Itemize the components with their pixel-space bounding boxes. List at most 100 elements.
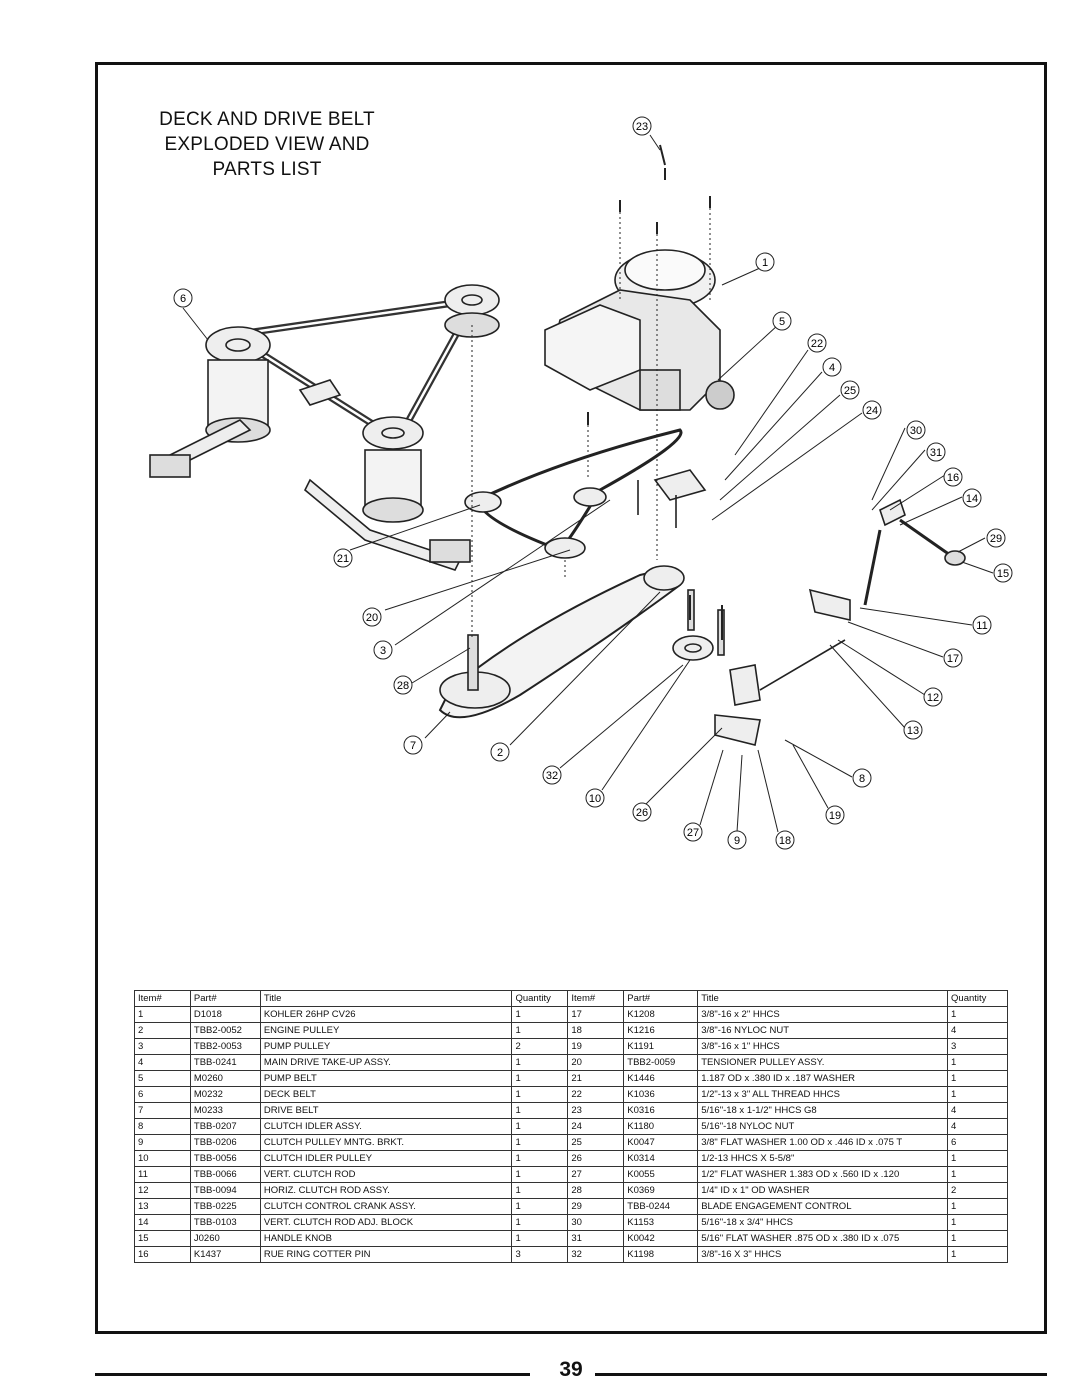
table-cell: 3/8" FLAT WASHER 1.00 OD x .446 ID x .07…: [697, 1134, 949, 1151]
table-cell: DECK BELT: [259, 1086, 513, 1103]
svg-text:27: 27: [687, 827, 699, 839]
table-cell: 1/2" FLAT WASHER 1.383 OD x .560 ID x .1…: [697, 1166, 949, 1183]
table-cell: 1: [511, 1086, 569, 1103]
svg-text:1: 1: [762, 257, 768, 269]
table-cell: K0369: [623, 1182, 699, 1199]
table-cell: TBB-0241: [189, 1054, 261, 1071]
table-cell: 28: [567, 1182, 625, 1199]
svg-text:18: 18: [779, 835, 791, 847]
svg-text:21: 21: [337, 553, 349, 565]
table-cell: K0055: [623, 1166, 699, 1183]
callout-9: 9: [727, 830, 747, 850]
table-cell: 1: [947, 1166, 1008, 1183]
table-cell: CLUTCH PULLEY MNTG. BRKT.: [259, 1134, 513, 1151]
header-item-1: Item#: [134, 990, 191, 1007]
table-cell: TBB-0056: [189, 1150, 261, 1167]
svg-text:24: 24: [866, 405, 878, 417]
table-cell: 4: [947, 1022, 1008, 1039]
table-cell: 1/2"-13 x 3" ALL THREAD HHCS: [697, 1086, 949, 1103]
table-cell: DRIVE BELT: [259, 1102, 513, 1119]
table-cell: 32: [567, 1246, 625, 1263]
table-cell: 1: [947, 1006, 1008, 1023]
callout-31: 31: [926, 442, 946, 462]
table-cell: 11: [134, 1166, 191, 1183]
table-cell: HANDLE KNOB: [259, 1230, 513, 1247]
table-cell: 1: [511, 1134, 569, 1151]
table-cell: 21: [567, 1070, 625, 1087]
table-cell: 1: [511, 1102, 569, 1119]
page-frame: [95, 62, 1047, 1334]
callout-25: 25: [840, 380, 860, 400]
table-cell: 27: [567, 1166, 625, 1183]
svg-text:13: 13: [907, 725, 919, 737]
table-cell: 1: [947, 1230, 1008, 1247]
svg-text:2: 2: [497, 747, 503, 759]
header-part-2: Part#: [623, 990, 699, 1007]
table-cell: CLUTCH IDLER PULLEY: [259, 1150, 513, 1167]
title-line-3: PARTS LIST: [212, 159, 322, 180]
callout-12: 12: [923, 687, 943, 707]
table-cell: 10: [134, 1150, 191, 1167]
table-cell: 17: [567, 1006, 625, 1023]
footer-rule-right: [595, 1373, 1047, 1376]
table-cell: K0316: [623, 1102, 699, 1119]
table-cell: 31: [567, 1230, 625, 1247]
table-cell: TENSIONER PULLEY ASSY.: [697, 1054, 949, 1071]
svg-text:15: 15: [997, 568, 1009, 580]
callout-29: 29: [986, 528, 1006, 548]
svg-text:7: 7: [410, 740, 416, 752]
table-cell: K1216: [623, 1022, 699, 1039]
table-cell: 1/4" ID x 1" OD WASHER: [697, 1182, 949, 1199]
callout-14: 14: [962, 488, 982, 508]
table-cell: 5/16"-18 x 1-1/2" HHCS G8: [697, 1102, 949, 1119]
hardware-bolts: [587, 144, 723, 640]
table-cell: 8: [134, 1118, 191, 1135]
table-cell: PUMP PULLEY: [259, 1038, 513, 1055]
svg-text:30: 30: [910, 425, 922, 437]
callout-26: 26: [632, 802, 652, 822]
header-title-2: Title: [697, 990, 949, 1007]
svg-text:9: 9: [734, 835, 740, 847]
callout-1: 1: [755, 252, 775, 272]
table-cell: 1: [511, 1022, 569, 1039]
table-cell: 1: [947, 1214, 1008, 1231]
table-cell: K1446: [623, 1070, 699, 1087]
table-cell: K1208: [623, 1006, 699, 1023]
clutch-linkage: [714, 498, 966, 746]
callout-27: 27: [683, 822, 703, 842]
svg-text:23: 23: [636, 121, 648, 133]
table-cell: 1: [511, 1070, 569, 1087]
table-cell: 19: [567, 1038, 625, 1055]
svg-text:19: 19: [829, 810, 841, 822]
table-cell: 4: [134, 1054, 191, 1071]
table-cell: 1: [511, 1006, 569, 1023]
footer-rule-left: [95, 1373, 530, 1376]
table-cell: TBB2-0053: [189, 1038, 261, 1055]
clutch-idler: [672, 589, 725, 661]
table-cell: 3/8"-16 X 3" HHCS: [697, 1246, 949, 1263]
table-cell: TBB-0207: [189, 1118, 261, 1135]
table-cell: K1036: [623, 1086, 699, 1103]
callout-23: 23: [632, 116, 652, 136]
pump-belt: [464, 428, 683, 559]
callout-7: 7: [403, 735, 423, 755]
header-quantity-2: Quantity: [947, 990, 1008, 1007]
header-part-1: Part#: [189, 990, 261, 1007]
table-cell: TBB-0066: [189, 1166, 261, 1183]
table-cell: 1.187 OD x .380 ID x .187 WASHER: [697, 1070, 949, 1087]
table-cell: 1: [511, 1230, 569, 1247]
table-cell: J0260: [189, 1230, 261, 1247]
callout-21: 21: [333, 548, 353, 568]
table-cell: 16: [134, 1246, 191, 1263]
callout-6: 6: [173, 288, 193, 308]
svg-text:12: 12: [927, 692, 939, 704]
drive-belt: [438, 565, 685, 719]
